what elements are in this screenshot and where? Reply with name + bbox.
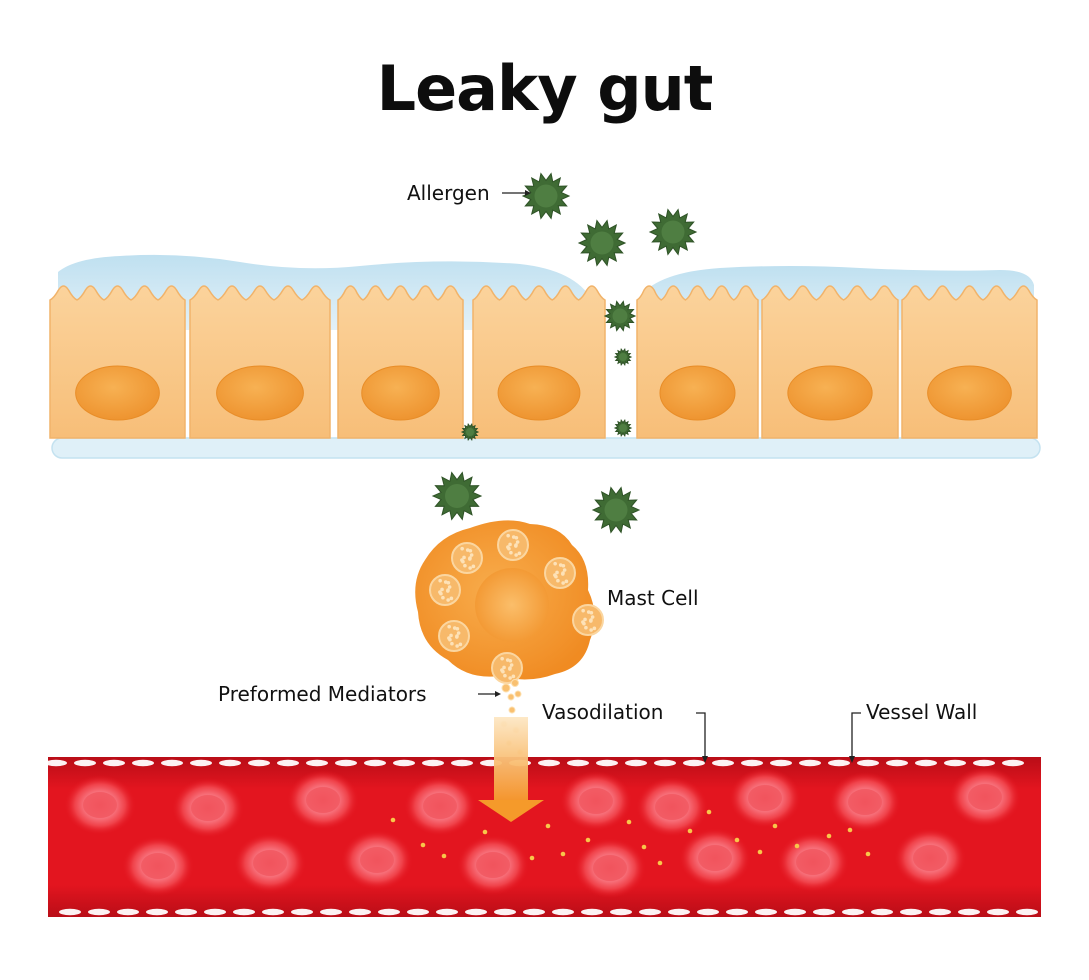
mediator-speck <box>826 833 832 839</box>
mediator-speck <box>545 823 551 829</box>
mediator-speck <box>560 851 566 857</box>
red-blood-cell <box>560 771 632 831</box>
mediator-speck <box>420 842 426 848</box>
page-title: Leaky gut <box>376 52 714 125</box>
granule <box>438 620 470 652</box>
red-blood-cell <box>777 832 849 892</box>
mediator-droplet <box>501 683 511 693</box>
cell-nucleus <box>216 365 304 421</box>
granule <box>429 574 461 606</box>
spiky-virus-icon <box>613 348 633 366</box>
granule <box>491 652 523 684</box>
mediator-speck <box>865 851 871 857</box>
allergens <box>431 172 698 534</box>
mediator-speck <box>529 855 535 861</box>
vasodilation-pointer <box>696 712 706 758</box>
spiky-virus-icon <box>603 300 637 332</box>
down-arrow-icon <box>478 717 544 822</box>
spiky-virus-icon <box>648 208 698 256</box>
red-blood-cell <box>64 775 136 835</box>
mediator-speck <box>390 817 396 823</box>
mediator-droplet <box>507 693 515 701</box>
spiky-virus-icon <box>521 172 571 220</box>
spiky-virus-icon <box>460 423 480 441</box>
epithelial-cell <box>189 285 331 439</box>
mast-cell <box>415 520 604 684</box>
mediator-speck <box>706 809 712 815</box>
mediator-speck <box>734 837 740 843</box>
spiky-virus-icon <box>431 471 483 521</box>
mast-cell-label: Mast Cell <box>607 586 699 610</box>
vasodilation-pointer-head <box>702 756 708 763</box>
granule <box>572 604 604 636</box>
mediators-pointer-head <box>495 691 501 697</box>
spiky-virus-icon <box>577 219 627 267</box>
vessel-wall-pointer-head <box>849 756 855 763</box>
mediator-speck <box>687 828 693 834</box>
red-blood-cell <box>287 770 359 830</box>
cell-nucleus <box>659 365 736 421</box>
granule <box>544 557 576 589</box>
vessel-wall-cells <box>45 759 1038 916</box>
epithelial-cell <box>49 285 186 439</box>
spiky-virus-icon <box>591 486 641 534</box>
epithelial-cell <box>636 285 759 439</box>
allergen-pointer-head <box>525 190 531 196</box>
red-blood-cell <box>829 772 901 832</box>
mast-cell-nucleus <box>475 568 549 642</box>
vessel-wall-label: Vessel Wall <box>866 700 978 724</box>
mast-cell-granules <box>429 529 604 684</box>
red-blood-cell <box>122 836 194 896</box>
vessel-wall-pointer <box>851 712 861 758</box>
red-blood-cell <box>457 835 529 895</box>
red-blood-cells <box>64 767 1021 898</box>
mediator-speck <box>757 849 763 855</box>
mediator-speck <box>847 827 853 833</box>
mediator-speck <box>641 844 647 850</box>
red-blood-cell <box>679 828 751 888</box>
red-blood-cell <box>341 830 413 890</box>
red-blood-cell <box>729 768 801 828</box>
mediator-droplet <box>508 706 516 714</box>
mediator-speck <box>441 853 447 859</box>
basement-membrane <box>51 437 1041 459</box>
mediator-speck <box>794 843 800 849</box>
red-blood-cell <box>894 828 966 888</box>
cell-nucleus <box>361 365 440 421</box>
mediator-speck <box>657 860 663 866</box>
mediator-speck <box>772 823 778 829</box>
mediator-speck <box>585 837 591 843</box>
red-blood-cell <box>234 833 306 893</box>
mediator-specks <box>390 809 871 866</box>
epithelial-cell <box>472 285 606 439</box>
red-blood-cell <box>574 838 646 898</box>
granule <box>451 542 483 574</box>
allergen-label: Allergen <box>407 181 490 205</box>
cell-nucleus <box>787 365 873 421</box>
epithelial-cell <box>761 285 899 439</box>
cell-nucleus <box>497 365 581 421</box>
mediator-speck <box>482 829 488 835</box>
epithelial-cell <box>337 285 464 439</box>
mediator-speck <box>626 819 632 825</box>
vasodilation-label: Vasodilation <box>542 700 664 724</box>
mediator-droplet <box>514 690 522 698</box>
red-blood-cell <box>949 767 1021 827</box>
red-blood-cell <box>636 777 708 837</box>
red-blood-cell <box>404 776 476 836</box>
cell-nucleus <box>927 365 1012 421</box>
granule <box>497 529 529 561</box>
spiky-virus-icon <box>613 419 633 437</box>
epithelial-cells <box>49 285 1038 439</box>
mediator-droplet <box>511 679 519 687</box>
epithelial-cell <box>901 285 1038 439</box>
blood-vessel <box>45 757 1041 917</box>
cell-nucleus <box>75 365 160 421</box>
red-blood-cell <box>172 778 244 838</box>
preformed-mediators-label: Preformed Mediators <box>218 682 427 706</box>
